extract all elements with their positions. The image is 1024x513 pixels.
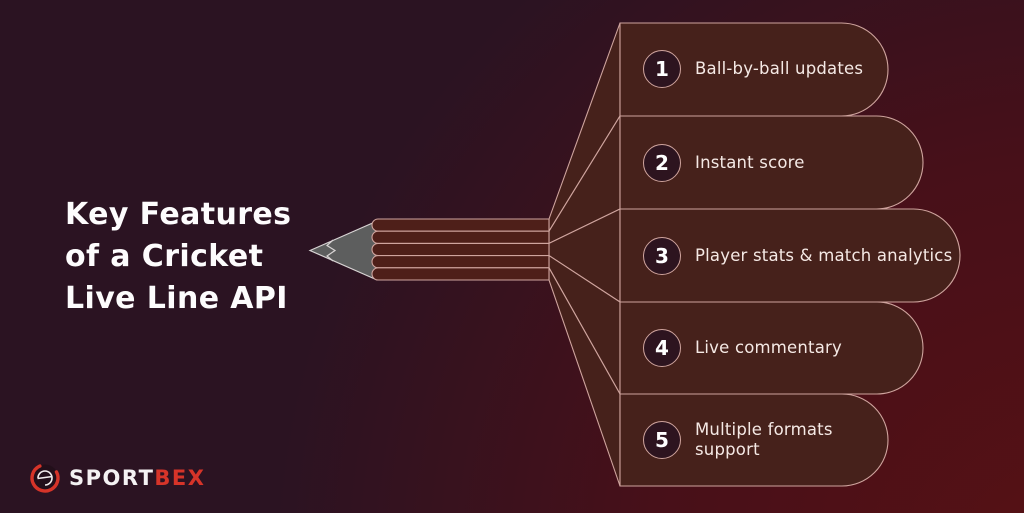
logo-wordmark: SPORTBEX: [69, 466, 205, 490]
feature-box-5: [619, 393, 889, 487]
logo-text-bex: BEX: [154, 466, 206, 490]
sportbex-logo: SPORTBEX: [28, 461, 205, 495]
feature-item-5: 5 Multiple formats support: [643, 420, 845, 459]
pencil-tip: [308, 220, 377, 281]
pencil-strip-2: [371, 230, 550, 244]
feature-item-1: 1 Ball-by-ball updates: [643, 50, 863, 88]
pencil-tip-zigzag: [326, 239, 337, 262]
feature-number-badge: 1: [643, 50, 681, 88]
feature-box-2: [619, 115, 924, 210]
feature-box-1: [619, 22, 889, 117]
feature-item-3: 3 Player stats & match analytics: [643, 237, 952, 275]
sportbex-logo-icon: [30, 463, 60, 493]
feature-label: Instant score: [695, 153, 805, 172]
feature-number-badge: 3: [643, 237, 681, 275]
logo-text-sport: SPORT: [69, 466, 155, 490]
feature-label: Ball-by-ball updates: [695, 59, 864, 78]
title-line-3: Live Line API: [65, 281, 288, 316]
feature-item-4: 4 Live commentary: [643, 329, 842, 367]
pencil-strip-5: [371, 267, 550, 281]
pencil-strip-1: [371, 218, 550, 232]
feature-label: Player stats & match analytics: [695, 246, 953, 265]
page-title: Key Features of a Cricket Live Line API: [65, 194, 291, 320]
feature-box-3: [619, 208, 961, 303]
title-line-2: of a Cricket: [65, 239, 264, 274]
feature-item-2: 2 Instant score: [643, 144, 805, 182]
feature-box-4: [619, 301, 924, 395]
feature-label: Live commentary: [695, 338, 842, 357]
pencil-strip-4: [371, 255, 550, 269]
title-line-1: Key Features: [65, 197, 292, 232]
pencil-strip-3: [371, 242, 550, 257]
feature-number-badge: 2: [643, 144, 681, 182]
feature-label: Multiple formats support: [695, 420, 833, 459]
feature-number-badge: 5: [643, 421, 681, 459]
feature-number-badge: 4: [643, 329, 681, 367]
